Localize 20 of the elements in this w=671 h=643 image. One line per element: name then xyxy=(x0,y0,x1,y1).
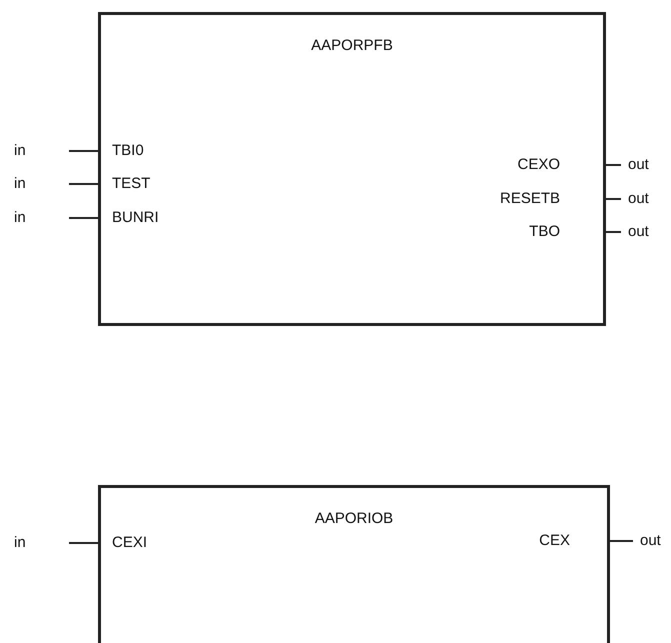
signal-direction-label: in xyxy=(14,209,26,227)
signal-direction-label: out xyxy=(628,190,649,208)
pin-name: CEX xyxy=(539,532,570,550)
signal-direction-label: in xyxy=(14,142,26,160)
signal-direction-label: out xyxy=(640,532,661,550)
signal-direction-label: out xyxy=(628,156,649,174)
pin-name: TBO xyxy=(529,223,560,241)
block xyxy=(98,12,606,326)
signal-direction-label: in xyxy=(14,175,26,193)
signal-direction-label: in xyxy=(14,534,26,552)
pin-name: CEXO xyxy=(517,156,560,174)
pin-name: BUNRI xyxy=(112,209,159,227)
block-title: AAPORPFB xyxy=(310,37,394,55)
signal-direction-label: out xyxy=(628,223,649,241)
block xyxy=(98,485,610,643)
pin-name: RESETB xyxy=(500,190,560,208)
block-title: AAPORIOB xyxy=(314,510,394,528)
pin-name: TEST xyxy=(112,175,150,193)
pin-name: TBI0 xyxy=(112,142,144,160)
pin-name: CEXI xyxy=(112,534,148,552)
